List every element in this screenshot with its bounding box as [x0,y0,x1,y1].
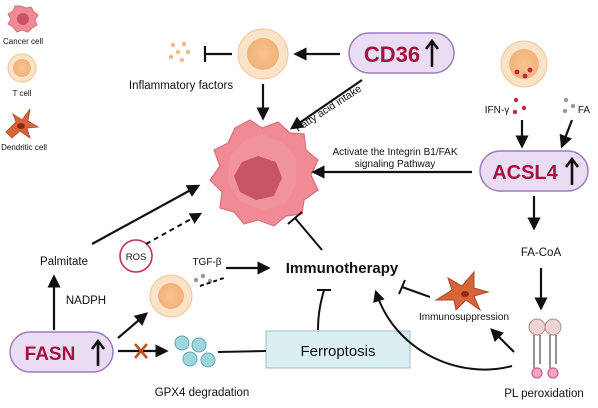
ros-badge: ROS [119,239,153,273]
cd36-label: CD36 [364,42,420,67]
arrow-fatty-acid-intake [289,79,363,130]
activate-pathway-line2: signaling Pathway [355,159,436,170]
fa-dots-icon [562,97,576,114]
fasn-pill: FASN [9,331,114,373]
pl-peroxidation-label: PL peroxidation [504,388,584,400]
inhibit-ferroptosis-to-immunotherapy [317,289,331,331]
up-arrow-icon [424,38,440,67]
arrow-palmitate-to-tumor [91,184,201,245]
ros-label: ROS [126,252,147,263]
legend-t-cell-icon [7,53,37,83]
up-arrow-icon [564,156,580,185]
phospholipid-icon [528,318,562,379]
tgf-beta-dots-icon [193,273,213,284]
palmitate-label: Palmitate [40,256,88,268]
arrow-fa-to-acsl4 [559,119,574,149]
inflammatory-factors-label: Inflammatory factors [129,80,233,92]
activate-pathway-line1: Activate the Integrin B1/FAK [332,147,457,158]
dendritic-cell-icon [434,270,490,312]
gpx4-circles-icon [174,335,216,368]
t-cell-middle-icon [149,274,193,318]
fa-label: FA [578,105,591,116]
dashed-line-tcell-to-immunotherapy [199,277,225,287]
fatty-acid-intake-label: Fatty acid intake [293,83,364,135]
cd36-pill: CD36 [348,32,455,74]
immunosuppression-label: Immunosuppression [419,312,509,323]
legend-t-cell-label: T cell [13,89,32,98]
gpx4-degradation-label: GPX4 degradation [155,387,250,399]
arrow-pl-to-immunosuppression [490,328,515,353]
line-gpx4-to-ferroptosis [217,350,267,353]
t-cell-right-icon [500,40,548,88]
inflammatory-dots-icon [168,41,191,63]
inhibit-dendritic-to-immunotherapy [398,279,431,298]
acsl4-label: ACSL4 [492,162,558,184]
fa-coa-label: FA-CoA [521,247,562,259]
ferroptosis-box [265,330,411,369]
inhibit-tcell-to-factors [203,46,232,62]
nadph-label: NADPH [66,295,106,307]
dashed-arrow-ros-to-tumor [145,212,203,245]
legend-cancer-cell-label: Cancer cell [3,37,43,46]
ifn-gamma-dots-icon [512,97,527,115]
fasn-label: FASN [25,344,76,365]
ifn-gamma-label: IFN-γ [485,105,509,116]
legend: Cancer cell T cell Dendritic cell [1,5,47,152]
legend-cancer-cell-icon [7,5,39,33]
cross-x-icon [134,343,148,359]
up-arrow-icon [90,338,106,366]
ferroptosis-label: Ferroptosis [300,343,375,360]
legend-dendritic-cell-label: Dendritic cell [1,143,47,152]
immunotherapy-label: Immunotherapy [286,260,399,277]
acsl4-pill: ACSL4 [479,150,589,192]
t-cell-top-icon [237,28,289,80]
inhibit-immunotherapy-to-tumor [287,211,323,251]
arrow-pl-to-immunotherapy [373,289,513,371]
tgf-beta-label: TGF-β [192,257,221,268]
tumor-cell-icon [209,119,319,227]
arrow-fasn-to-tcell [117,312,149,339]
legend-dendritic-cell-icon [5,108,40,139]
